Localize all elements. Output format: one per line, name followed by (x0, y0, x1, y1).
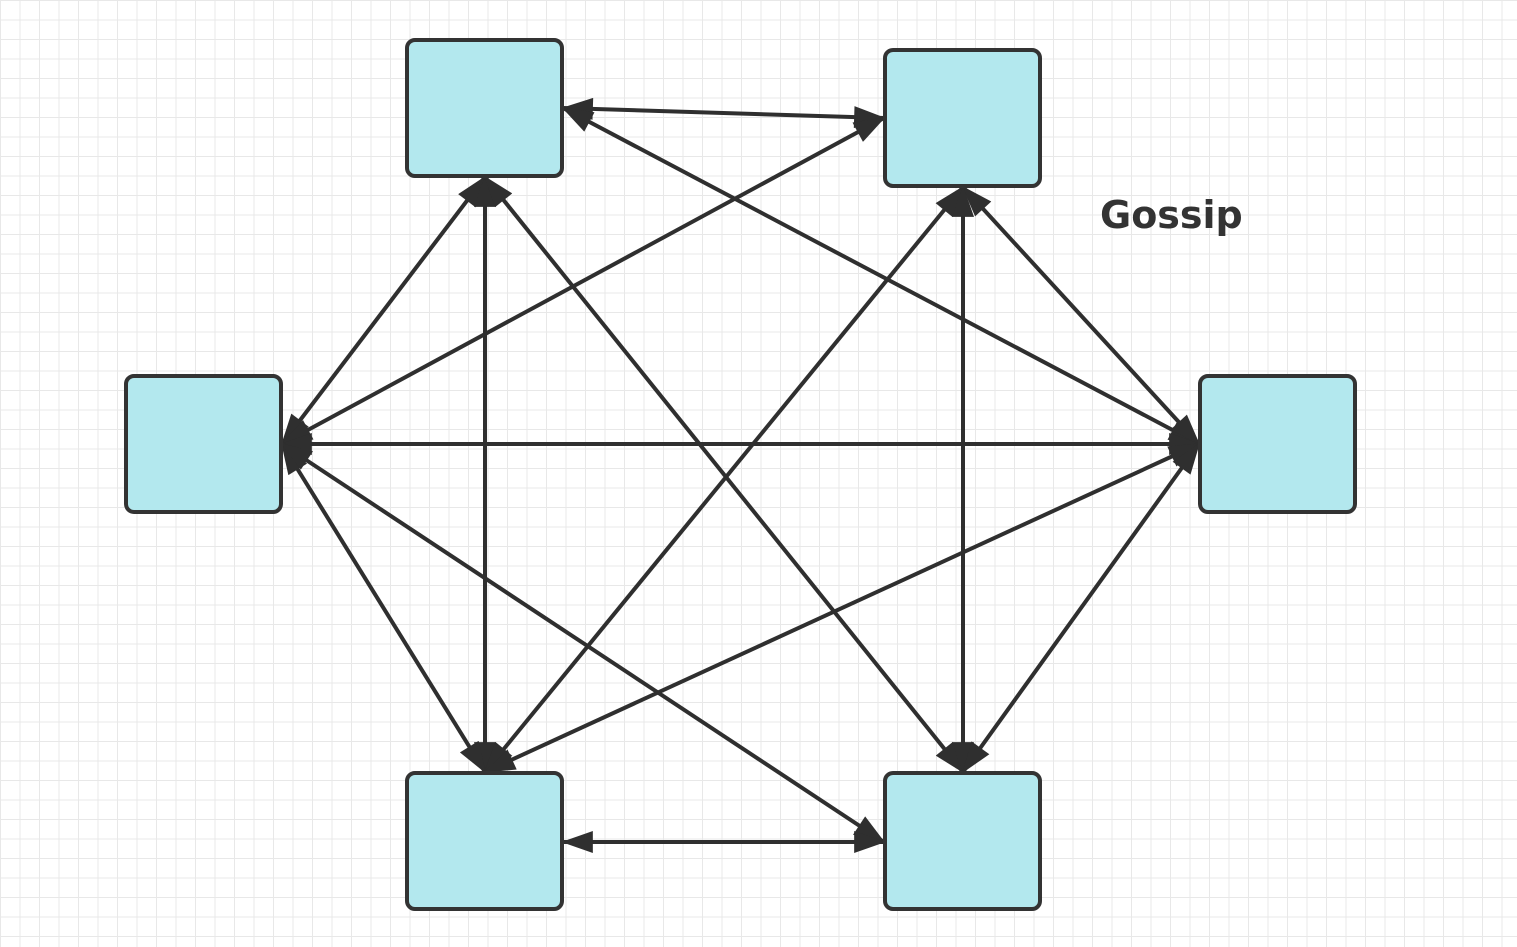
edge-left-to-bottom-left (280, 442, 487, 774)
diagram-label: Gossip (1100, 193, 1243, 237)
edge-top-right-to-right (961, 185, 1201, 446)
edge-left-to-bottom-right (280, 442, 886, 844)
edge-top-left-to-left (280, 175, 487, 446)
edge-right-to-bottom-right (961, 442, 1201, 774)
edge-right-to-bottom-left (483, 442, 1201, 774)
node-left[interactable] (124, 374, 283, 514)
node-bottom-right[interactable] (883, 771, 1042, 911)
edge-top-left-to-top-right (561, 97, 886, 129)
node-top-right[interactable] (883, 48, 1042, 188)
node-top-left[interactable] (405, 38, 564, 178)
node-bottom-left[interactable] (405, 771, 564, 911)
node-right[interactable] (1198, 374, 1357, 514)
nodes-layer (124, 38, 1357, 911)
edges-layer (280, 97, 1201, 853)
